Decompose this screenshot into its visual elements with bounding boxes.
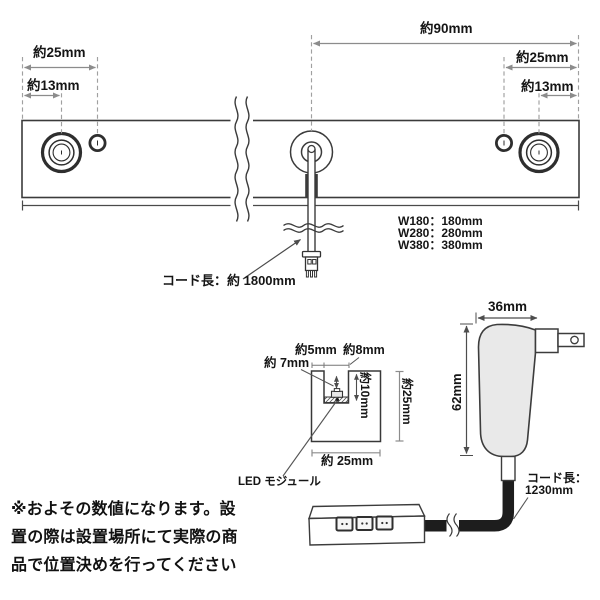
width-variant-w380: W380：380mm	[398, 238, 483, 253]
adapter-cord-label-1: コード長：	[527, 471, 588, 485]
module-cross-section	[282, 357, 404, 477]
module-dim-25-width: 約 25mm	[321, 454, 374, 468]
adapter-cord	[424, 478, 515, 532]
module-dim-5: 約5mm	[295, 343, 337, 357]
led-module-lens	[333, 388, 341, 393]
ac-adapter-drawing	[308, 312, 585, 546]
power-cord-1800	[305, 144, 318, 252]
footnote-line: ※およその数値になります。設	[11, 501, 236, 518]
module-dim-8: 約8mm	[343, 343, 385, 357]
adapter-cord-label-pointer	[513, 497, 529, 520]
width-variant-list: W180：180mm W280：280mm W380：380mm	[398, 215, 483, 252]
led-lens-right	[518, 131, 560, 174]
width-variant-w280: W280：280mm	[398, 226, 483, 241]
dim7-pointer	[300, 369, 334, 387]
width-dim-line	[311, 449, 381, 457]
footnote-line: 置の際は設置場所にて実際の商	[11, 529, 238, 546]
adapter-cord-break	[446, 513, 460, 537]
dimension-arrows	[24, 40, 577, 99]
overall-width-dim-line	[21, 200, 580, 211]
footnote-line: 品で位置決めを行ってください	[11, 557, 237, 574]
sensor-right	[494, 133, 513, 152]
dim-label-right-25: 約25mm	[516, 50, 569, 65]
bar-break-lines	[230, 95, 253, 223]
power-strip-sockets	[335, 515, 394, 532]
adapter-width-dim	[475, 312, 538, 324]
dim8-pointer	[349, 357, 360, 365]
module-dim-25-height: 約25mm	[400, 378, 414, 425]
adapter-cord-stub	[500, 455, 516, 482]
adapter-plug-base	[534, 328, 559, 354]
led-lens-left	[40, 131, 83, 174]
adapter-cord-label-2: 1230mm	[525, 483, 574, 497]
cord-break-lines	[283, 223, 344, 233]
dim-label-right-13: 約13mm	[521, 79, 574, 94]
module-dim-7: 約 7mm	[264, 356, 310, 370]
adapter-plug-blade	[557, 332, 585, 348]
dim-label-left-13: 約13mm	[27, 78, 80, 93]
dim-label-center-90: 約90mm	[420, 21, 473, 36]
height-dim-line	[395, 370, 404, 442]
slot-dim-line	[311, 362, 350, 368]
adapter-dim-36: 36mm	[488, 299, 528, 314]
footnote: ※およその数値になります。設 置の際は設置場所にて実際の商 品で位置決めを行って…	[11, 496, 238, 580]
sensor-left	[88, 133, 107, 152]
led-label-pointer	[282, 400, 338, 477]
light-bar-drawing	[21, 35, 580, 280]
adapter-dim-62: 62mm	[449, 373, 464, 411]
led-module-label: LED モジュール	[238, 476, 321, 488]
cord-connector-plug	[301, 250, 322, 278]
width-variant-w180: W180：180mm	[398, 214, 483, 228]
led-module-body	[330, 390, 344, 398]
adapter-height-dim	[460, 323, 473, 456]
dim-label-left-25: 約25mm	[33, 45, 86, 60]
extension-lines	[21, 35, 580, 136]
cord-length-label-1800: コード長：約 1800mm	[162, 273, 296, 288]
module-dim-10: 約10mm	[358, 372, 372, 419]
cord-label-pointer-arrow	[242, 239, 301, 280]
adapter-body	[477, 323, 537, 458]
